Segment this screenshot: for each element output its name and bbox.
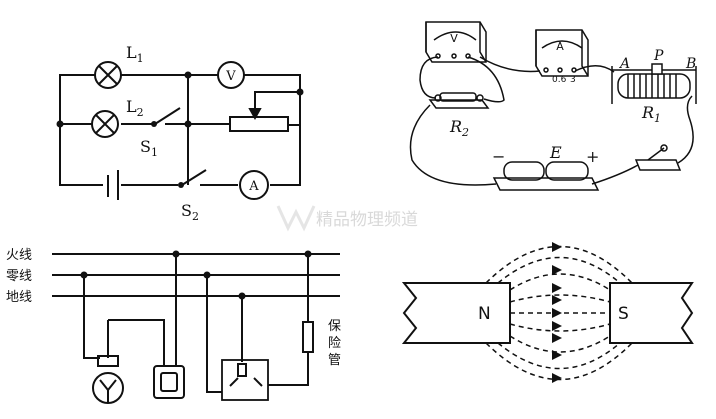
label-neutral-line: 零线 xyxy=(6,269,32,284)
label-battery-plus: + xyxy=(586,147,599,166)
watermark: 精品物理频道 xyxy=(276,205,418,232)
battery-symbol xyxy=(107,170,119,200)
switch-s1 xyxy=(154,107,181,125)
circuit-diagram xyxy=(59,74,301,186)
label-ammeter: A xyxy=(248,179,259,194)
label-fuse-3: 管 xyxy=(328,353,341,368)
label-voltmeter: V xyxy=(225,69,236,84)
label-ammeter-scale-low: 0.6 xyxy=(552,75,567,85)
fuse-tube xyxy=(302,321,314,353)
label-south: S xyxy=(618,304,629,324)
label-battery-minus: − xyxy=(492,147,505,166)
household-wiring xyxy=(52,253,340,404)
south-pole xyxy=(609,282,694,344)
switch-device xyxy=(634,144,682,171)
label-fuse-1: 保 xyxy=(328,319,341,334)
three-pin-socket xyxy=(221,359,269,401)
lamp-l1 xyxy=(94,61,122,89)
label-a: A xyxy=(618,56,630,72)
label-ammeter-scale-high: 3 xyxy=(570,75,576,85)
field-arrows xyxy=(552,242,562,383)
ammeter-symbol xyxy=(239,170,269,200)
label-fire-line: 火线 xyxy=(6,248,32,263)
label-b: B xyxy=(685,56,696,72)
label-north: N xyxy=(478,304,491,324)
apparatus-drawing xyxy=(409,21,697,191)
label-l1: L1 xyxy=(126,43,144,65)
rheostat-r1-device xyxy=(611,63,697,104)
magnet-diagram xyxy=(401,242,694,383)
label-apparatus-voltmeter: V xyxy=(450,32,458,45)
label-apparatus-ammeter: A xyxy=(556,40,564,53)
label-ground-line: 地线 xyxy=(6,290,32,305)
label-r1: R1 xyxy=(641,103,661,125)
north-pole xyxy=(401,282,511,344)
lamp-l2 xyxy=(91,110,119,138)
label-p: P xyxy=(653,48,664,64)
label-s1: S1 xyxy=(140,137,158,159)
switch-s2 xyxy=(181,169,207,186)
label-battery-e: E xyxy=(549,143,562,162)
bulb-socket xyxy=(92,355,124,404)
rheostat-symbol xyxy=(229,108,289,132)
switch-box xyxy=(153,365,185,399)
junction-dots xyxy=(56,71,304,188)
label-fuse-2: 险 xyxy=(328,336,341,351)
watermark-text: 精品物理频道 xyxy=(316,210,418,230)
wiring-junctions xyxy=(80,250,312,300)
battery-device xyxy=(492,161,600,191)
ammeter-device xyxy=(535,29,589,77)
label-l2: L2 xyxy=(126,97,144,119)
label-s2: S2 xyxy=(181,201,199,223)
label-r2: R2 xyxy=(449,117,469,139)
rheostat-r2-device xyxy=(428,92,490,109)
voltmeter-symbol xyxy=(217,61,245,89)
